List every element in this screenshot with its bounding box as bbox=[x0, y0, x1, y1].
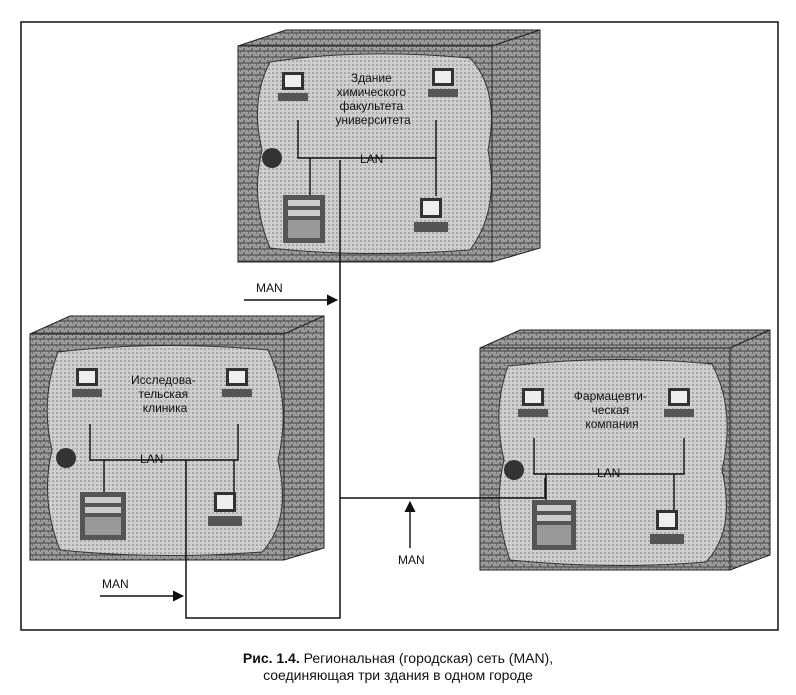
caption-prefix: Рис. 1.4. bbox=[242, 650, 300, 666]
man-label-center: MAN bbox=[398, 553, 425, 567]
man-label-top: MAN bbox=[256, 281, 283, 295]
computer-icon bbox=[518, 388, 548, 417]
building-top: Здание химического факультета университе… bbox=[237, 29, 541, 263]
lan-lines-right bbox=[533, 438, 685, 510]
lan-label-left: LAN bbox=[140, 452, 163, 466]
man-label-bottom-left: MAN bbox=[102, 577, 129, 591]
building-left-name: Исследова- тельская клиника bbox=[131, 373, 199, 415]
building-top-name: Здание химического факультета университе… bbox=[335, 71, 411, 127]
computer-icon bbox=[650, 510, 684, 544]
diagram-frame bbox=[20, 21, 779, 631]
lan-lines-top bbox=[297, 120, 437, 196]
computer-icon bbox=[278, 72, 308, 101]
caption-line-2: соединяющая три здания в одном городе bbox=[263, 667, 533, 683]
server-tower-icon bbox=[532, 500, 576, 550]
building-left: Исследова- тельская клиника LAN bbox=[29, 315, 325, 561]
caption-line-1: Рис. 1.4. Региональная (городская) сеть … bbox=[0, 650, 796, 667]
computer-icon bbox=[428, 68, 458, 97]
man-backbone bbox=[185, 160, 546, 619]
lan-lines-left bbox=[89, 424, 239, 492]
lan-label-right: LAN bbox=[597, 466, 620, 480]
computer-icon bbox=[414, 198, 448, 232]
round-device-icon bbox=[56, 448, 76, 468]
man-diagram: Здание химического факультета университе… bbox=[20, 21, 779, 631]
caption-line-1-text: Региональная (городская) сеть (MAN), bbox=[299, 650, 554, 666]
building-right-name: Фармацевти- ческая компания bbox=[574, 389, 650, 431]
server-tower-icon bbox=[283, 195, 325, 243]
round-device-icon bbox=[504, 460, 524, 480]
computer-icon bbox=[208, 492, 242, 526]
computer-icon bbox=[222, 368, 252, 397]
building-right: Фармацевти- ческая компания LAN bbox=[479, 329, 771, 571]
round-device-icon bbox=[262, 148, 282, 168]
computer-icon bbox=[664, 388, 694, 417]
lan-label-top: LAN bbox=[360, 152, 383, 166]
server-tower-icon bbox=[80, 492, 126, 540]
computer-icon bbox=[72, 368, 102, 397]
figure-caption: Рис. 1.4. Региональная (городская) сеть … bbox=[0, 650, 796, 684]
